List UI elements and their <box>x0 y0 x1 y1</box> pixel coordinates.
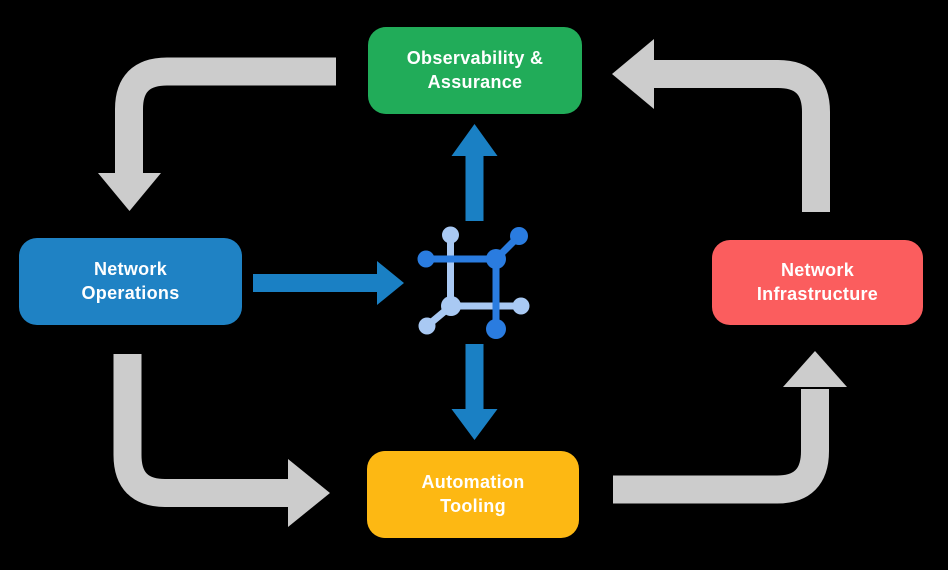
cycle-arrow-observability-to-operations <box>98 57 336 211</box>
cycle-arrow-automation-to-infrastructure <box>613 351 847 504</box>
network-fabric-icon <box>417 226 530 339</box>
network-fabric-icon-dark-part <box>417 227 528 339</box>
cycle-arrowhead-left <box>612 39 654 109</box>
network-fabric-icon-light-part <box>418 226 530 335</box>
node-label-line: Observability & <box>406 47 544 68</box>
node-label-line: Infrastructure <box>756 283 879 304</box>
process-arrow-operations-to-icon <box>253 261 404 305</box>
process-arrowhead-down <box>451 409 498 440</box>
node-label-line: Network <box>780 259 855 280</box>
process-arrowhead-right <box>377 261 404 305</box>
cycle-arrow-shaft <box>652 60 830 212</box>
node-automation-tooling: Automation Tooling <box>367 451 579 538</box>
cycle-arrowhead-down <box>98 173 161 211</box>
cycle-arrowhead-right <box>288 459 330 527</box>
process-arrowhead-up <box>451 124 498 156</box>
node-label-line: Operations <box>81 282 180 303</box>
cycle-arrow-shaft <box>115 57 336 174</box>
cycle-arrow-shaft <box>613 389 829 504</box>
node-label-line: Automation <box>421 471 525 492</box>
cycle-arrow-shaft <box>113 354 290 507</box>
node-network-operations: Network Operations <box>19 238 242 325</box>
cycle-arrow-infrastructure-to-observability <box>612 39 830 212</box>
node-label-line: Tooling <box>440 495 506 516</box>
node-label-line: Network <box>93 258 168 279</box>
cycle-arrow-operations-to-automation <box>113 354 330 527</box>
process-arrow-icon-to-automation <box>451 344 498 440</box>
cycle-arrowhead-up <box>783 351 847 387</box>
node-network-infrastructure: Network Infrastructure <box>712 240 923 325</box>
process-arrow-icon-to-observability <box>451 124 498 221</box>
node-label-line: Assurance <box>427 71 523 92</box>
node-observability-assurance: Observability & Assurance <box>368 27 582 114</box>
